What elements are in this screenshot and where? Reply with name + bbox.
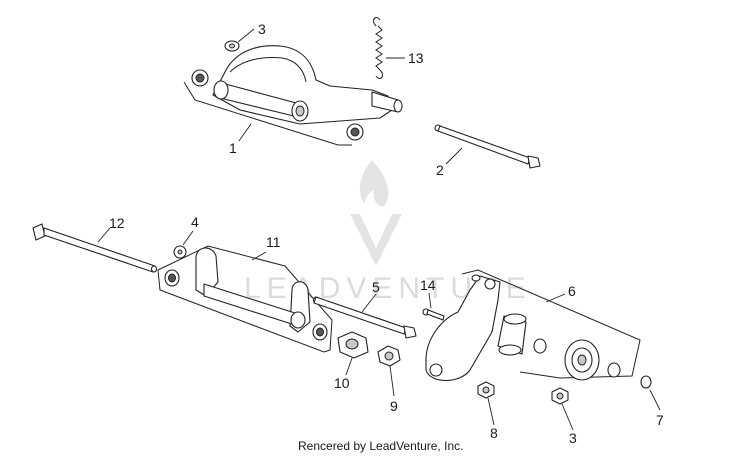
part-9-nut xyxy=(377,345,401,367)
callout-5: 5 xyxy=(372,279,380,295)
callout-10: 10 xyxy=(334,375,350,391)
callout-3-bottom: 3 xyxy=(569,430,577,446)
part-8-nut xyxy=(477,381,495,399)
render-credit: Rencered by LeadVenture, Inc. xyxy=(298,439,463,453)
part-3-washer-top xyxy=(224,40,240,52)
part-14-pin xyxy=(422,308,445,321)
callout-6: 6 xyxy=(568,283,576,299)
watermark-flame-logo xyxy=(350,160,402,266)
part-11-lower-bracket xyxy=(157,245,333,353)
callout-3-top: 3 xyxy=(258,21,266,37)
callout-7: 7 xyxy=(656,412,664,428)
part-6-tensioner xyxy=(425,269,652,389)
callout-4: 4 xyxy=(191,214,199,230)
callout-1: 1 xyxy=(229,140,237,156)
callout-11: 11 xyxy=(266,234,281,250)
part-3-nut-bottom xyxy=(551,387,569,405)
callout-14: 14 xyxy=(420,277,436,293)
part-12-long-bolt xyxy=(32,223,158,273)
callout-8: 8 xyxy=(490,425,498,441)
leader-lines xyxy=(97,28,661,431)
callout-13: 13 xyxy=(408,50,424,66)
part-5-bolt xyxy=(312,296,417,339)
callout-9: 9 xyxy=(390,398,398,414)
part-13-spring xyxy=(373,17,383,79)
part-10-spacer-nut xyxy=(337,331,369,359)
callout-2: 2 xyxy=(436,162,444,178)
part-4-washer xyxy=(173,245,187,259)
part-2-bolt xyxy=(434,124,541,169)
part-1-upper-arm xyxy=(183,45,403,146)
callout-12: 12 xyxy=(109,215,125,231)
callout-labels: 3 13 1 2 4 12 11 5 14 6 10 9 8 3 7 xyxy=(109,21,664,446)
